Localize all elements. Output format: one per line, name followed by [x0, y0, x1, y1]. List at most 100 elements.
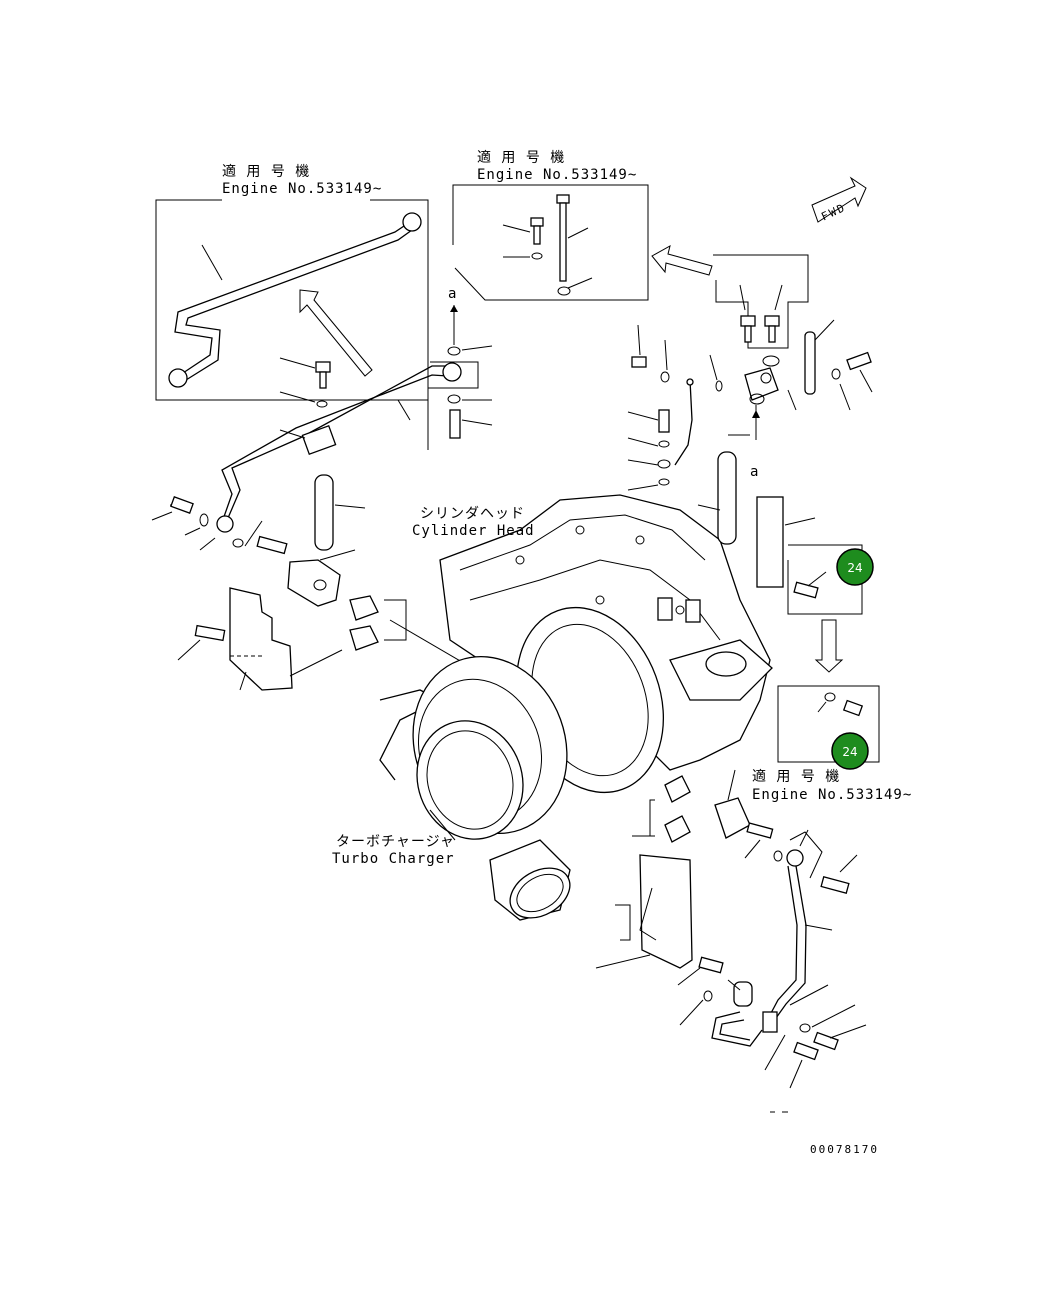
washer [531, 252, 543, 260]
fwd-label: FWD [819, 201, 848, 224]
oil-return-pipe [769, 865, 798, 1016]
bottom-callout-jp-label: 適 用 号 機 [752, 768, 840, 785]
top-inset-engine-label: Engine No.533149~ [477, 167, 637, 183]
bolt [820, 876, 850, 894]
top-inset: 適 用 号 機 Engine No.533149~ [452, 149, 649, 301]
adapter-pipe [804, 331, 816, 395]
drawing-number: 00078170 [810, 1143, 879, 1156]
gasket [349, 595, 379, 621]
lower-right-assembly [595, 769, 867, 1113]
washer [199, 513, 209, 527]
washer [316, 400, 328, 408]
spacer-tube [314, 474, 334, 551]
bolt [658, 409, 670, 433]
direction-arrow [299, 289, 373, 377]
bolt [842, 699, 864, 717]
top-inset-jp-label: 適 用 号 機 [477, 149, 565, 166]
reference-badge [831, 732, 869, 770]
turbo-jp-label: ターボチャージャ [336, 834, 455, 850]
banjo-fitting [786, 849, 804, 867]
marker-a-top: a [448, 286, 457, 302]
washer [447, 346, 461, 356]
gasket [664, 775, 691, 803]
bolt [793, 1041, 819, 1061]
washer [831, 368, 841, 380]
washer [232, 538, 244, 548]
upper-right-assembly [627, 254, 873, 599]
left-inset-pipe [174, 221, 411, 376]
washer [799, 1023, 811, 1033]
bolt [631, 356, 647, 368]
left-inset: 適 用 号 機 Engine No.533149~ [155, 163, 429, 401]
leader-line [201, 244, 223, 281]
washer [762, 355, 780, 367]
left-inset-frame [155, 199, 222, 401]
bolt [256, 535, 288, 555]
badge-number: 24 [842, 745, 857, 759]
spacer-tube [717, 451, 737, 545]
bolt [170, 496, 194, 514]
left-inset-engine-label: Engine No.533149~ [222, 181, 382, 197]
long-bolt-head [556, 194, 570, 204]
direction-arrow-down [814, 619, 844, 673]
reference-badge [836, 548, 874, 586]
direction-arrow [651, 245, 713, 276]
cylinder-head-jp-label: シリンダヘッド [420, 506, 525, 522]
fwd-direction-arrow: FWD [811, 176, 867, 224]
washer [447, 394, 461, 404]
exhaust-port [705, 651, 747, 677]
bolt [746, 822, 774, 839]
support-block [756, 496, 784, 588]
pipe-end-fitting [168, 368, 188, 388]
marker-a-right: a [750, 464, 759, 480]
stud [657, 597, 673, 621]
bolt-head [740, 315, 756, 327]
badge-box-top: 24 [787, 544, 874, 615]
pipe-clamp [301, 424, 337, 456]
turbocharger [412, 606, 665, 921]
washer [824, 692, 836, 702]
long-bolt-shaft [559, 202, 567, 282]
cylinder-head [379, 494, 773, 781]
pipe-bend [711, 1011, 763, 1047]
cylinder-head-en-label: Cylinder Head [412, 523, 535, 539]
heat-shield-bracket [639, 854, 693, 969]
washer [658, 440, 670, 448]
oil-pipe [227, 365, 448, 519]
elbow-fitting [714, 797, 751, 839]
bolt [846, 351, 872, 371]
left-bracket-group [177, 520, 511, 691]
gasket [664, 815, 691, 843]
left-inset-jp-label: 適 用 号 機 [222, 163, 310, 180]
pipe-fitting [442, 362, 462, 382]
bolt [194, 624, 226, 642]
badge-number: 24 [847, 561, 862, 575]
fwd-arrow-shape [811, 176, 867, 223]
mounting-bracket [229, 587, 293, 691]
bolt [698, 956, 724, 974]
bolt [793, 581, 819, 599]
top-inset-frame [452, 184, 649, 301]
washer [773, 850, 783, 862]
washer [660, 371, 670, 383]
washer [657, 459, 671, 469]
oil-pipe-assembly [151, 345, 493, 551]
banjo-block [744, 367, 779, 401]
bolt [813, 1031, 839, 1051]
badge-box-bottom: 24 [777, 685, 880, 770]
bolt-head [764, 315, 780, 327]
small-pipe [674, 379, 693, 466]
bolt-head [530, 217, 544, 227]
bolt-head [315, 361, 331, 373]
gasket [349, 625, 379, 651]
washer [557, 286, 571, 296]
washer [703, 990, 713, 1002]
hose [733, 981, 753, 1007]
compressor-inlet [416, 720, 524, 840]
bottom-callout-engine-label: Engine No.533149~ [752, 787, 912, 803]
bolt [449, 409, 461, 439]
clamp [762, 1011, 778, 1033]
left-inset-frame-right [222, 199, 429, 401]
